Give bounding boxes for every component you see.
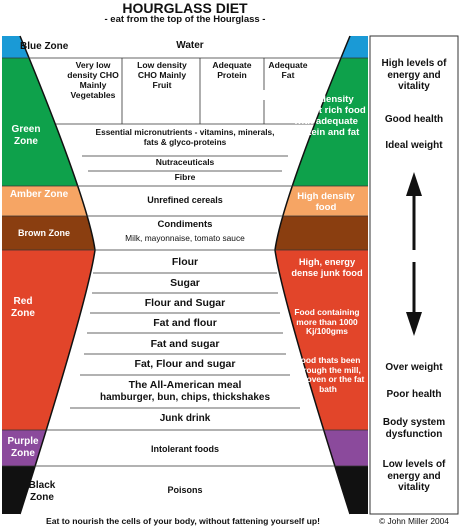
blue-zone-label: Blue Zone xyxy=(20,41,69,52)
up-arrow xyxy=(406,172,422,250)
outcome-poor-health: Poor health xyxy=(386,389,442,400)
micronutrients-label: Essential micronutrients - vitamins, min… xyxy=(95,127,275,147)
outcome-low-energy: Low levels of energy and vitality xyxy=(382,459,446,493)
amber-zone-label: Amber Zone xyxy=(9,189,69,200)
fat-flour-sugar-row: Fat, Flour and sugar xyxy=(134,358,236,370)
green-zone-label: Green Zone xyxy=(11,124,41,147)
purple-zone-label: Purple Zone xyxy=(7,436,39,459)
red-zone-label: Red Zone xyxy=(11,296,35,319)
outcome-body-dysfunction: Body system dysfunction xyxy=(382,417,446,440)
amber-zone-description: High density food xyxy=(297,191,355,214)
red-zone-description-2: Food containing more than 1000 Kj/100gms xyxy=(294,307,360,337)
down-arrow xyxy=(406,262,422,336)
green-zone-description: Low density nutrient rich food with adeq… xyxy=(286,94,366,139)
diagram-title: HOURGLASS DIET xyxy=(122,0,248,16)
intolerant-foods-label: Intolerant foods xyxy=(151,444,219,454)
american-meal-row: The All-American meal xyxy=(128,379,242,391)
red-zone-description-1: High, energy dense junk food xyxy=(291,257,363,278)
footer-slogan: Eat to nourish the cells of your body, w… xyxy=(46,516,320,526)
flour-row: Flour xyxy=(171,256,199,268)
fat-and-flour-row: Fat and flour xyxy=(153,317,217,329)
fibre-label: Fibre xyxy=(174,172,196,182)
condiments-label: Condiments xyxy=(157,219,213,230)
sugar-row: Sugar xyxy=(170,277,200,289)
red-zone-description-3: Food thats been through the mill, the ov… xyxy=(291,355,365,394)
outcome-ideal-weight: Ideal weight xyxy=(385,140,443,151)
outcome-over-weight: Over weight xyxy=(385,362,443,373)
hourglass-body xyxy=(20,36,350,514)
brown-zone-label: Brown Zone xyxy=(18,228,70,238)
black-zone-label: Black Zone xyxy=(28,480,56,503)
junk-drink-row: Junk drink xyxy=(159,413,211,424)
nutraceuticals-label: Nutraceuticals xyxy=(155,157,215,167)
outcome-high-energy: High levels of energy and vitality xyxy=(381,58,447,92)
footer-copyright: © John Miller 2004 xyxy=(379,516,449,526)
flour-and-sugar-row: Flour and Sugar xyxy=(144,297,226,309)
food-col-fat: Adequate Fat xyxy=(268,60,308,80)
water-label: Water xyxy=(176,40,204,51)
food-col-fruit: Low density CHO Mainly Fruit xyxy=(137,60,187,90)
diagram-subtitle: - eat from the top of the Hourglass - xyxy=(104,14,266,25)
food-col-vegetables: Very low density CHO Mainly Vegetables xyxy=(67,60,119,100)
outcome-good-health: Good health xyxy=(384,114,444,125)
food-col-protein: Adequate Protein xyxy=(212,60,252,80)
row-dividers xyxy=(2,57,368,467)
fat-and-sugar-row: Fat and sugar xyxy=(150,338,220,350)
poisons-label: Poisons xyxy=(167,485,203,495)
american-meal-sub-row: hamburger, bun, chips, thickshakes xyxy=(99,392,271,403)
unrefined-cereals-label: Unrefined cereals xyxy=(147,195,223,205)
condiments-sub-label: Milk, mayonnaise, tomato sauce xyxy=(125,233,245,243)
